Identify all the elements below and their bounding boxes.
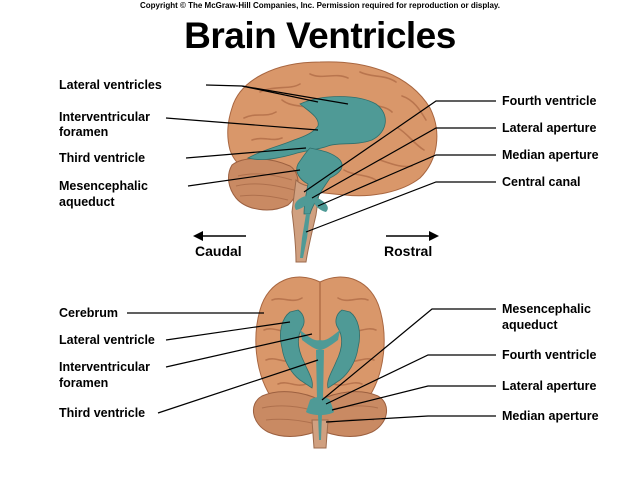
label-mesencephalic-aqueduct-line2: aqueduct: [59, 195, 115, 209]
label-cerebrum: Cerebrum: [59, 306, 119, 320]
label-mesencephalic-aqueduct-line1: Mesencephalic: [59, 179, 148, 193]
label-lateral-aperture: Lateral aperture: [502, 121, 597, 135]
label-fourth-ventricle-2: Fourth ventricle: [502, 348, 597, 362]
direction-arrows: [193, 231, 439, 241]
leader-lines: [127, 84, 496, 423]
label-interventricular-foramen-2-line1: Interventricular: [59, 360, 151, 374]
label-median-aperture-2: Median aperture: [502, 409, 599, 423]
label-fourth-ventricle: Fourth ventricle: [502, 94, 597, 108]
direction-rostral: Rostral: [384, 243, 433, 259]
copyright-notice: Copyright © The McGraw-Hill Companies, I…: [139, 1, 501, 10]
label-median-aperture: Median aperture: [502, 148, 599, 162]
label-mesencephalic-aqueduct-2-line1: Mesencephalic: [502, 302, 591, 316]
label-interventricular-foramen-line2: foramen: [59, 125, 109, 139]
label-lateral-aperture-2: Lateral aperture: [502, 379, 597, 393]
posterior-ventricle-system: [280, 309, 313, 389]
label-lateral-ventricle: Lateral ventricle: [59, 333, 155, 347]
label-interventricular-foramen-line1: Interventricular: [59, 110, 151, 124]
label-mesencephalic-aqueduct-2-line2: aqueduct: [502, 318, 558, 332]
lateral-brain: [227, 61, 438, 263]
page-title: Brain Ventricles: [184, 15, 456, 56]
label-third-ventricle-2: Third ventricle: [59, 406, 146, 420]
label-central-canal: Central canal: [502, 175, 581, 189]
direction-caudal: Caudal: [195, 243, 242, 259]
label-lateral-ventricles: Lateral ventricles: [59, 78, 162, 92]
label-third-ventricle: Third ventricle: [59, 151, 146, 165]
posterior-brain: [253, 276, 387, 449]
lateral-ventricle-system: [246, 96, 386, 161]
label-interventricular-foramen-2-line2: foramen: [59, 376, 109, 390]
